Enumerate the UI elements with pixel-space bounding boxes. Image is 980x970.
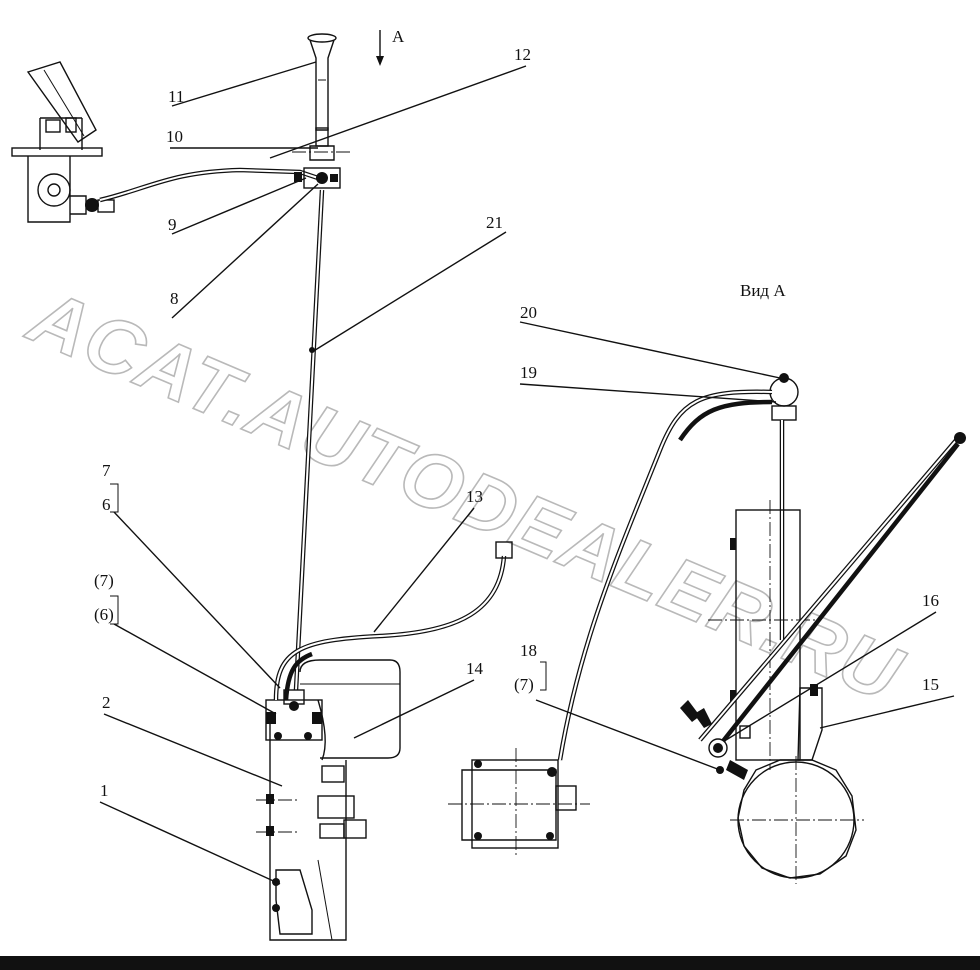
tube-13 <box>273 541 513 701</box>
callout-6: 6 <box>102 495 111 514</box>
callout-7-paren: (7) <box>94 571 114 590</box>
callout-11: 11 <box>168 87 184 106</box>
callout-20: 20 <box>520 303 537 322</box>
callout-10: 10 <box>166 127 183 146</box>
callout-6-paren: (6) <box>94 605 114 624</box>
lower-unit <box>256 659 401 941</box>
callout-19: 19 <box>520 363 537 382</box>
handle-rod <box>292 33 350 189</box>
callout-12: 12 <box>514 45 531 64</box>
pedal-valve <box>11 61 115 223</box>
callout-14: 14 <box>466 659 484 678</box>
callout-2: 2 <box>102 693 111 712</box>
bottom-border <box>0 956 980 970</box>
callout-16: 16 <box>922 591 939 610</box>
leader-lines <box>99 61 955 885</box>
callout-7: 7 <box>102 461 111 480</box>
view-title: Вид А <box>740 281 786 300</box>
callouts: 11 10 12 9 8 21 7 6 (7) (6) 13 14 2 1 20… <box>94 45 939 800</box>
view-arrow: А <box>376 27 405 66</box>
tube-upper <box>99 167 319 203</box>
callout-21: 21 <box>486 213 503 232</box>
callout-1: 1 <box>100 781 109 800</box>
callout-7-paren-view: (7) <box>514 675 534 694</box>
callout-15: 15 <box>922 675 939 694</box>
callout-9: 9 <box>168 215 177 234</box>
callout-8: 8 <box>170 289 179 308</box>
callout-13: 13 <box>466 487 483 506</box>
callout-18: 18 <box>520 641 537 660</box>
view-arrow-label: А <box>392 27 405 46</box>
